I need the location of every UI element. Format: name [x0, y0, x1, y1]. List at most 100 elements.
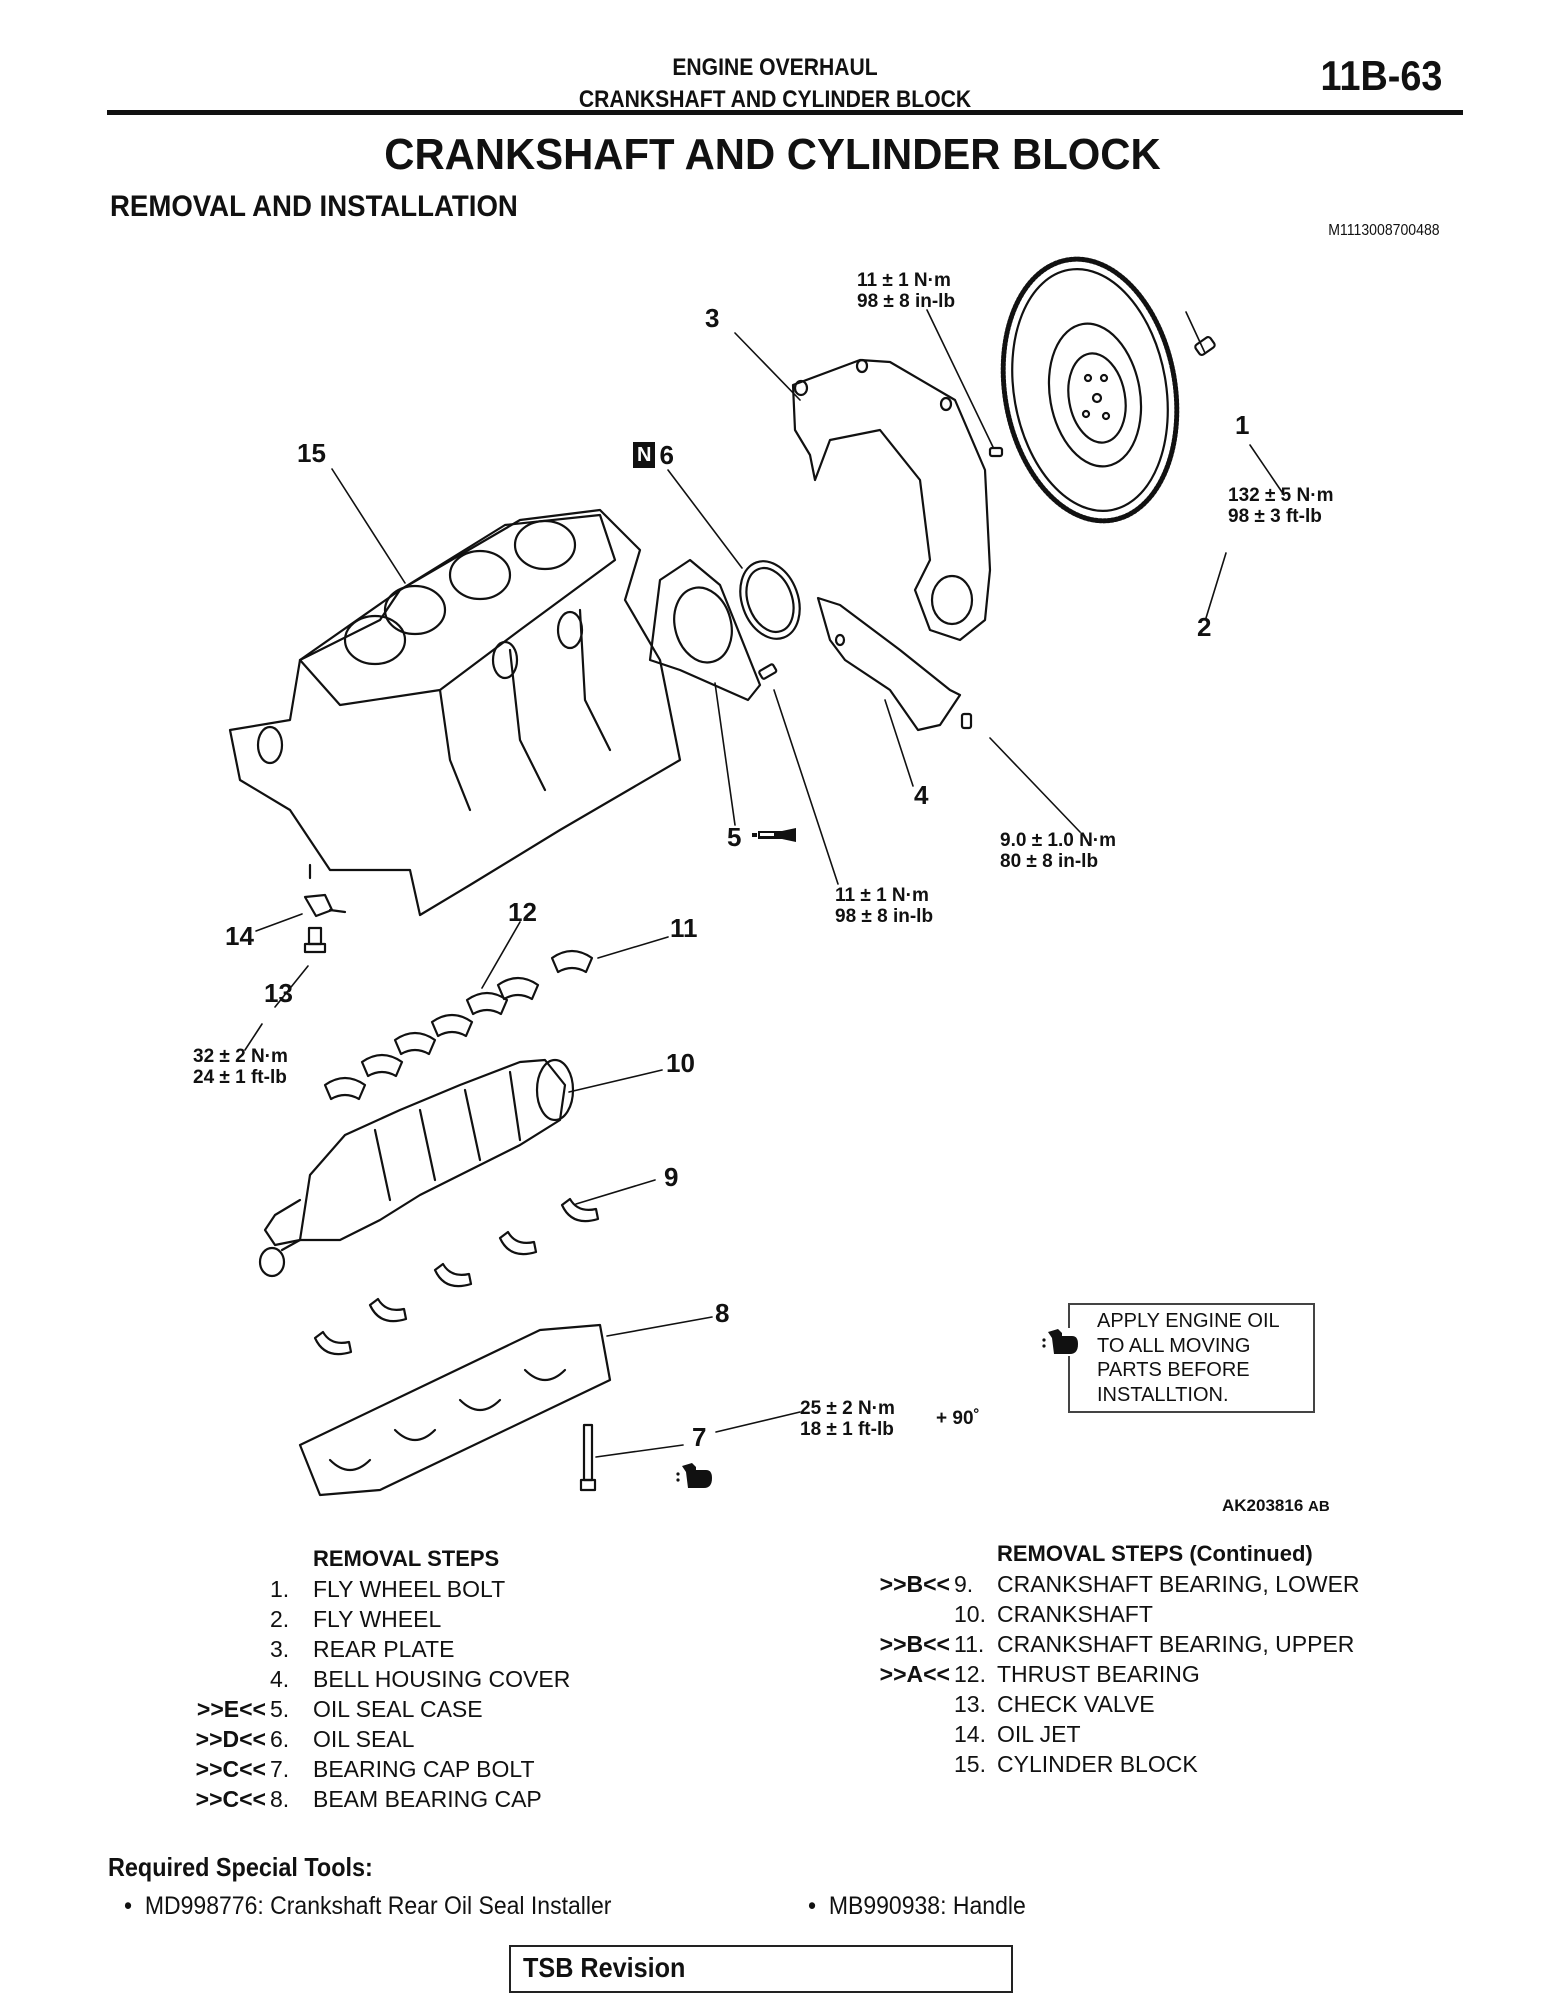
- step-label: CHECK VALVE: [997, 1691, 1155, 1717]
- callout-1: 1: [1235, 410, 1250, 440]
- removal-step-item: 3. REAR PLATE: [186, 1634, 570, 1664]
- tsb-revision-box: TSB Revision: [509, 1945, 1013, 1993]
- step-number: 2.: [270, 1606, 290, 1632]
- engine-oil-note-text: APPLY ENGINE OIL TO ALL MOVING PARTS BEF…: [1097, 1310, 1280, 1406]
- cylinder-block-drawing: [228, 508, 682, 917]
- callout-8: 8: [715, 1298, 730, 1328]
- leader-lines: [244, 309, 1285, 1458]
- service-point-marker: >>D<<: [195, 1726, 266, 1752]
- removal-steps-continued-heading: REMOVAL STEPS (Continued): [997, 1541, 1313, 1566]
- service-point-marker: >>E<<: [196, 1696, 266, 1722]
- callout-4: 4: [914, 780, 929, 810]
- page-subtitle: REMOVAL AND INSTALLATION: [110, 190, 518, 223]
- step-label: THRUST BEARING: [997, 1661, 1200, 1687]
- removal-step-item: 13. CHECK VALVE: [870, 1689, 1360, 1719]
- oil-seal-case-drawing: [648, 558, 762, 702]
- step-label: OIL SEAL CASE: [313, 1696, 483, 1722]
- removal-step-item: >>D<<6. OIL SEAL: [186, 1724, 570, 1754]
- oil-seal-drawing: [739, 560, 801, 640]
- callout-9: 9: [664, 1162, 679, 1192]
- header-rule: [107, 110, 1463, 115]
- beam-bearing-cap-drawing: [298, 1323, 612, 1497]
- removal-step-item: >>E<<5. OIL SEAL CASE: [186, 1694, 570, 1724]
- flywheel-drawing: [1000, 256, 1180, 524]
- step-label: FLY WHEEL BOLT: [313, 1576, 506, 1602]
- document-code: M1113008700488: [1328, 222, 1440, 239]
- step-number: 8.: [270, 1786, 290, 1812]
- step-label: CRANKSHAFT BEARING, LOWER: [997, 1571, 1360, 1597]
- engine-oil-icon: [674, 1462, 714, 1490]
- torque-rear-plate-bolt: 11 ± 1 N·m 98 ± 8 in-lb: [857, 270, 956, 312]
- step-label: OIL SEAL: [313, 1726, 415, 1752]
- removal-step-item: 4. BELL HOUSING COVER: [186, 1664, 570, 1694]
- section-title: ENGINE OVERHAUL: [672, 54, 878, 81]
- tsb-revision-label: TSB Revision: [523, 1952, 686, 1983]
- figure-code: AK203816 AB: [1222, 1496, 1330, 1515]
- flywheel-bolt-drawing: [1194, 336, 1216, 356]
- torque-bearing-cap-bolt: 25 ± 2 N·m 18 ± 1 ft-lb: [800, 1398, 895, 1440]
- removal-step-item: >>B<<9.CRANKSHAFT BEARING, LOWER: [870, 1569, 1360, 1599]
- service-point-marker: >>B<<: [879, 1631, 950, 1657]
- callout-7: 7: [692, 1422, 707, 1452]
- step-number: 9.: [954, 1571, 974, 1597]
- special-tool-item: • MB990938: Handle: [808, 1892, 1026, 1920]
- torque-flywheel-bolt: 132 ± 5 N·m 98 ± 3 ft-lb: [1228, 485, 1334, 527]
- upper-bearings-drawing: [323, 949, 594, 1101]
- step-number: 7.: [270, 1756, 290, 1782]
- oil-jet-drawing: [303, 893, 347, 918]
- removal-step-item: 14. OIL JET: [870, 1719, 1360, 1749]
- rear-plate-drawing: [791, 358, 992, 642]
- step-number: 3.: [270, 1636, 290, 1662]
- removal-step-item: 10.CRANKSHAFT: [870, 1599, 1360, 1629]
- step-number: 6.: [270, 1726, 290, 1752]
- engine-oil-note-icon: [1040, 1328, 1080, 1356]
- torque-bell-housing-bolt: 9.0 ± 1.0 N·m 80 ± 8 in-lb: [1000, 830, 1117, 872]
- step-number: 13.: [954, 1691, 986, 1717]
- removal-step-item: 2.FLY WHEEL: [186, 1604, 570, 1634]
- removal-step-item: >>C<<7.BEARING CAP BOLT: [186, 1754, 570, 1784]
- step-label: CRANKSHAFT BEARING, UPPER: [997, 1631, 1355, 1657]
- rear-plate-bolt-drawing: [988, 446, 1004, 458]
- removal-step-item: >>C<<8. BEAM BEARING CAP: [186, 1784, 570, 1814]
- step-label: BEAM BEARING CAP: [313, 1786, 542, 1812]
- step-label: OIL JET: [997, 1721, 1081, 1747]
- crankshaft-drawing: [258, 1058, 575, 1278]
- torque-angle-extra: + 90˚: [936, 1408, 980, 1429]
- removal-step-item: >>B<<11.CRANKSHAFT BEARING, UPPER: [870, 1629, 1360, 1659]
- bearing-cap-bolt-drawing: [579, 1423, 597, 1492]
- engine-oil-note-box: APPLY ENGINE OIL TO ALL MOVING PARTS BEF…: [1068, 1303, 1315, 1413]
- removal-step-item: >>A<<12. THRUST BEARING: [870, 1659, 1360, 1689]
- removal-step-item: 15.CYLINDER BLOCK: [870, 1749, 1360, 1779]
- torque-check-valve: 32 ± 2 N·m 24 ± 1 ft-lb: [193, 1046, 288, 1088]
- step-number: 1.: [270, 1576, 290, 1602]
- lower-bearings-drawing: [313, 1197, 600, 1356]
- page-number: 11B-63: [1320, 52, 1442, 99]
- service-point-marker: >>C<<: [195, 1756, 266, 1782]
- removal-steps-heading: REMOVAL STEPS: [313, 1546, 500, 1571]
- exploded-view-diagram: [228, 256, 1285, 1497]
- step-number: 5.: [270, 1696, 290, 1722]
- step-number: 10.: [954, 1601, 986, 1627]
- torque-oil-seal-case-bolt: 11 ± 1 N·m 98 ± 8 in-lb: [835, 885, 934, 927]
- service-point-marker: >>A<<: [879, 1661, 950, 1687]
- step-label: REAR PLATE: [313, 1636, 455, 1662]
- removal-step-item: 1. FLY WHEEL BOLT: [186, 1574, 570, 1604]
- oil-seal-case-bolt-drawing: [758, 663, 778, 680]
- step-label: BELL HOUSING COVER: [313, 1666, 571, 1692]
- service-point-marker: >>C<<: [195, 1786, 266, 1812]
- special-tools-heading: Required Special Tools:: [108, 1852, 373, 1882]
- page-title: CRANKSHAFT AND CYLINDER BLOCK: [384, 130, 1161, 179]
- step-number: 4.: [270, 1666, 290, 1692]
- check-valve-drawing: [303, 926, 327, 954]
- callout-3: 3: [705, 303, 720, 333]
- callout-10: 10: [666, 1048, 695, 1078]
- step-number: 14.: [954, 1721, 986, 1747]
- sealant-tube-icon: [752, 828, 798, 842]
- new-part-marker-icon: N: [633, 442, 656, 468]
- step-number: 15.: [954, 1751, 986, 1777]
- callout-5: 5: [727, 822, 742, 852]
- step-number: 12.: [954, 1661, 986, 1687]
